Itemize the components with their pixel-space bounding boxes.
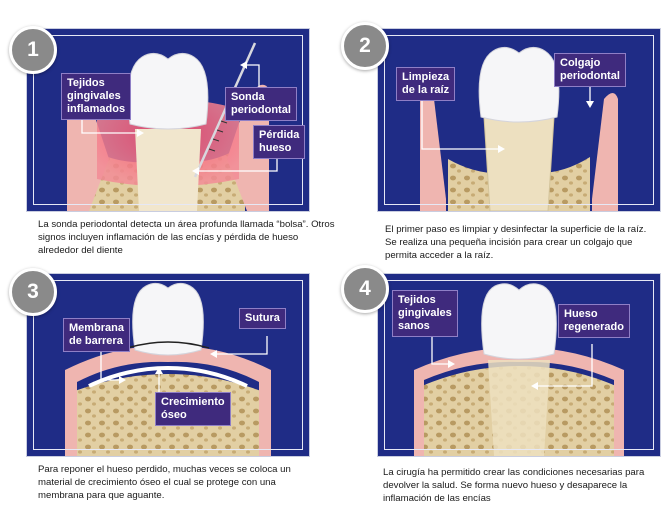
periodontal-probe-scene — [67, 42, 278, 211]
leader-root-cleaning — [421, 99, 498, 150]
step-2-caption: El primer paso es limpiar y desinfectar … — [385, 224, 647, 261]
label-bone-growth: Crecimiento óseo — [155, 392, 231, 426]
label-periodontal-flap: Colgajo periodontal — [554, 53, 626, 87]
step-1-caption: La sonda periodontal detecta un área pro… — [38, 219, 335, 256]
leader-probe — [247, 64, 260, 89]
label-suture: Sutura — [239, 308, 286, 329]
root-cleaning-scene — [420, 47, 618, 211]
step-4-caption: La cirugía ha permitido crear las condic… — [383, 467, 645, 504]
membrane — [88, 365, 248, 388]
flap-right — [592, 93, 618, 211]
step-3-illustration: Membrana de barrera Sutura Crecimiento ó… — [26, 273, 310, 457]
leader-membrane — [100, 348, 119, 381]
step-4-illustration: Tejidos gingivales sanos Hueso regenerad… — [377, 273, 661, 457]
leader-healthy-tissue — [431, 334, 448, 365]
tooth-root — [483, 116, 555, 211]
healed-scene — [414, 283, 624, 456]
tooth-root — [135, 129, 201, 211]
tooth-crown — [127, 53, 209, 130]
tooth-crown — [481, 283, 557, 360]
tooth-crown — [132, 282, 204, 356]
step-1-badge: 1 — [9, 26, 57, 74]
step-3-caption: Para reponer el hueso perdido, muchas ve… — [38, 464, 291, 501]
label-regenerated-bone: Hueso regenerado — [558, 304, 630, 338]
label-healthy-tissue: Tejidos gingivales sanos — [392, 290, 458, 337]
label-periodontal-probe: Sonda periodontal — [225, 87, 297, 121]
step-4-badge: 4 — [341, 265, 389, 313]
step-2-illustration: Limpieza de la raíz Colgajo periodontal — [377, 28, 661, 212]
label-barrier-membrane: Membrana de barrera — [63, 318, 131, 352]
tooth-crown — [478, 47, 560, 123]
bone-graft-scene — [65, 282, 271, 456]
leader-regenerated-bone — [538, 344, 593, 387]
label-root-cleaning: Limpieza de la raíz — [396, 67, 456, 101]
suture-thread — [126, 341, 210, 349]
step-3-badge: 3 — [9, 268, 57, 316]
step-1-illustration: Tejidos gingivales inflamados Sonda peri… — [26, 28, 310, 212]
label-inflamed-tissue: Tejidos gingivales inflamados — [61, 73, 132, 120]
step-2-badge: 2 — [341, 22, 389, 70]
label-bone-loss: Pérdida hueso — [253, 125, 306, 159]
flap-left — [420, 93, 446, 211]
leader-suture — [217, 336, 268, 355]
tooth-root — [488, 360, 550, 456]
